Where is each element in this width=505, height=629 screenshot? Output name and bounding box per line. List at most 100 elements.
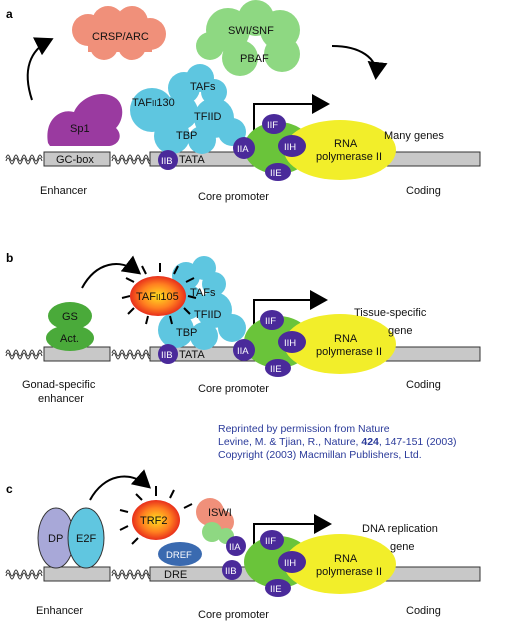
swi-snf-label: SWI/SNF	[228, 25, 274, 37]
tata-label: TATA	[179, 154, 205, 166]
tbp-label: TBP	[176, 130, 197, 142]
tfiid-label-b: TFIID	[194, 309, 222, 321]
enhancer-box-c	[43, 566, 111, 582]
trf2-label: TRF2	[140, 515, 168, 527]
arrow-left-curve	[26, 37, 54, 101]
iia-label: IIA	[237, 144, 249, 155]
dref-protein	[158, 542, 202, 566]
credit-block: Reprinted by permission from Nature Levi…	[218, 423, 457, 461]
enhancer-label: Enhancer	[40, 185, 87, 197]
iie-factor-c	[265, 579, 291, 597]
swi-snf-complex	[196, 0, 300, 76]
iif-factor-b	[260, 310, 284, 330]
iswi-complex	[196, 498, 234, 544]
e2f-protein	[67, 507, 105, 569]
rna-label-c: RNA	[334, 553, 358, 565]
core-promoter-label-c: Core promoter	[198, 609, 269, 621]
crsp-arc-label: CRSP/ARC	[92, 31, 149, 43]
enhancer-label-b2: enhancer	[38, 393, 84, 405]
iif-label-c: IIF	[265, 536, 276, 547]
credit-line-2: Levine, M. & Tjian, R., Nature, 424, 147…	[218, 436, 457, 448]
panel-a-letter: a	[6, 7, 13, 21]
arrow-c-curve	[89, 469, 151, 501]
taf105-label: TAFII105	[136, 291, 179, 303]
dp-label: DP	[48, 533, 63, 545]
iia-factor-b	[233, 339, 255, 361]
iih-factor-b	[278, 331, 306, 353]
core-promoter-label-b: Core promoter	[198, 383, 269, 395]
panel-b-letter: b	[6, 251, 13, 265]
gene-label-c1: DNA replication	[362, 523, 438, 535]
iif-factor-c	[260, 530, 284, 550]
tata-label-b: TATA	[179, 349, 205, 361]
tafii130-label: TAFII130	[132, 97, 175, 109]
coding-label: Coding	[406, 185, 441, 197]
gene-label-c2: gene	[390, 541, 414, 553]
sp1-label: Sp1	[70, 123, 90, 135]
iih-factor	[278, 135, 306, 157]
iia-label-b: IIA	[237, 346, 249, 357]
sp1-protein	[47, 93, 123, 146]
arrow-b-curve	[81, 255, 142, 289]
rna-label-b: RNA	[334, 333, 358, 345]
trf2-factor	[132, 500, 180, 540]
dna-helix-a	[5, 154, 153, 165]
tbp-label-b: TBP	[176, 327, 197, 339]
iih-label-b: IIH	[284, 338, 296, 349]
gc-box-label: GC-box	[56, 154, 94, 166]
iif-factor	[262, 114, 286, 134]
iib-label-b: IIB	[161, 350, 173, 361]
panel-b: b GS Act. TAFs TFIID TBP TAT	[5, 251, 481, 405]
gene-label: Many genes	[384, 130, 444, 142]
panel-c: c DRE DP E2F ISWI	[5, 469, 481, 621]
tafs-label: TAFs	[190, 81, 216, 93]
core-promoter-label: Core promoter	[198, 191, 269, 203]
iih-factor-c	[278, 551, 306, 573]
arrow-right-curve	[331, 45, 388, 80]
iih-label-c: IIH	[284, 558, 296, 569]
iia-label-c: IIA	[229, 542, 241, 553]
iib-factor-c	[222, 560, 242, 580]
rna-pol-ii-c	[284, 534, 396, 594]
rna-pol-ii	[284, 120, 396, 180]
pol-label-b: polymerase II	[316, 346, 382, 358]
credit-line-3: Copyright (2003) Macmillan Publishers, L…	[218, 449, 422, 461]
pol-label-c: polymerase II	[316, 566, 382, 578]
iib-label: IIB	[161, 156, 173, 167]
taf105-factor	[130, 276, 186, 316]
dre-label: DRE	[164, 569, 187, 581]
coding-label-b: Coding	[406, 379, 441, 391]
e2f-label: E2F	[76, 533, 96, 545]
dref-label: DREF	[166, 550, 192, 561]
gene-label-b1: Tissue-specific	[354, 307, 427, 319]
gc-box-element	[43, 151, 111, 167]
iswi-label: ISWI	[208, 507, 232, 519]
act-label: Act.	[60, 333, 79, 345]
credit-line-1: Reprinted by permission from Nature	[218, 423, 390, 435]
pol-label: polymerase II	[316, 151, 382, 163]
iib-factor	[158, 150, 178, 170]
iif-label: IIF	[267, 120, 278, 131]
iih-label: IIH	[284, 142, 296, 153]
rna-label: RNA	[334, 138, 358, 150]
tfiid-label: TFIID	[194, 111, 222, 123]
iie-label-c: IIE	[270, 584, 282, 595]
iia-factor	[233, 137, 255, 159]
tafs-label-b: TAFs	[190, 287, 216, 299]
gs-label: GS	[62, 311, 78, 323]
trf2-rays	[119, 486, 193, 545]
iia-factor-c	[226, 536, 246, 556]
taf105-rays	[121, 263, 197, 325]
panel-c-letter: c	[6, 482, 13, 496]
coding-label-c: Coding	[406, 605, 441, 617]
pbaf-label: PBAF	[240, 53, 269, 65]
rna-pol-ii-b	[284, 314, 396, 374]
tfiid-complex	[130, 64, 246, 154]
gene-label-b2: gene	[388, 325, 412, 337]
iib-label-c: IIB	[225, 566, 237, 577]
panel-a: a GC-box Sp1 TAFs TAFII130 TFIID	[5, 0, 481, 203]
dna-helix-b	[5, 349, 153, 360]
iib-factor-b	[158, 344, 178, 364]
tfiid-complex-b	[158, 256, 246, 350]
